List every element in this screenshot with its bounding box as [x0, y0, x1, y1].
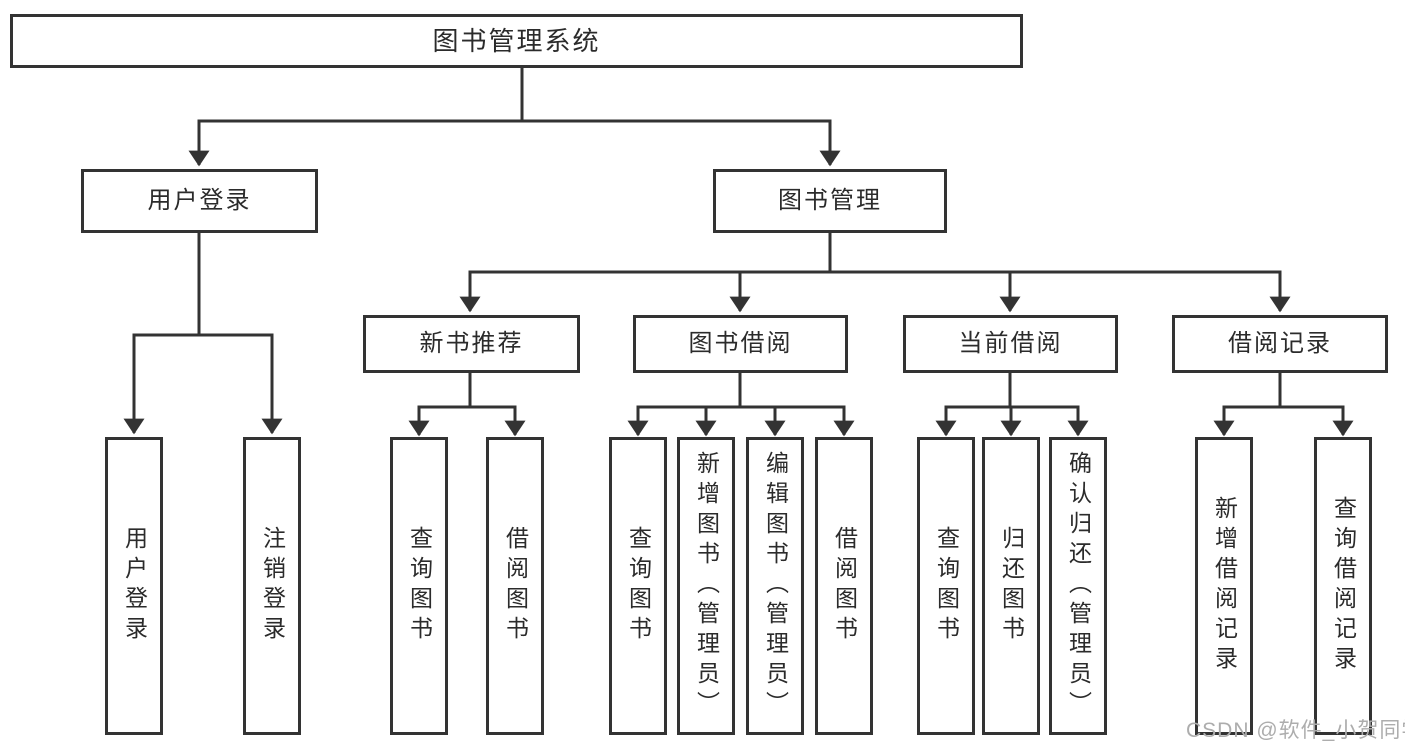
node-borrow-books-borrowing: 借阅图书 — [815, 437, 873, 735]
node-edit-books-admin: 编辑图书（管理员） — [746, 437, 804, 735]
node-query-books-recommend: 查询图书 — [390, 437, 448, 735]
node-add-books-admin: 新增图书（管理员） — [677, 437, 735, 735]
watermark-csdn: CSDN @软件_小贺同学 — [1186, 719, 1405, 742]
node-borrow-records: 借阅记录 — [1172, 315, 1388, 373]
node-current-borrowing: 当前借阅 — [903, 315, 1118, 373]
node-borrow-books-recommend: 借阅图书 — [486, 437, 544, 735]
node-query-books-borrowing: 查询图书 — [609, 437, 667, 735]
node-query-books-current: 查询图书 — [917, 437, 975, 735]
node-query-borrow-record: 查询借阅记录 — [1314, 437, 1372, 735]
node-user-login: 用户登录 — [81, 169, 318, 233]
node-new-book-recommend: 新书推荐 — [363, 315, 580, 373]
node-user-login-leaf: 用户登录 — [105, 437, 163, 735]
node-library-management-system: 图书管理系统 — [10, 14, 1023, 68]
node-add-borrow-record: 新增借阅记录 — [1195, 437, 1253, 735]
node-confirm-return-admin: 确认归还（管理员） — [1049, 437, 1107, 735]
node-book-borrowing: 图书借阅 — [633, 315, 848, 373]
node-return-books: 归还图书 — [982, 437, 1040, 735]
node-logout: 注销登录 — [243, 437, 301, 735]
node-book-management: 图书管理 — [713, 169, 947, 233]
